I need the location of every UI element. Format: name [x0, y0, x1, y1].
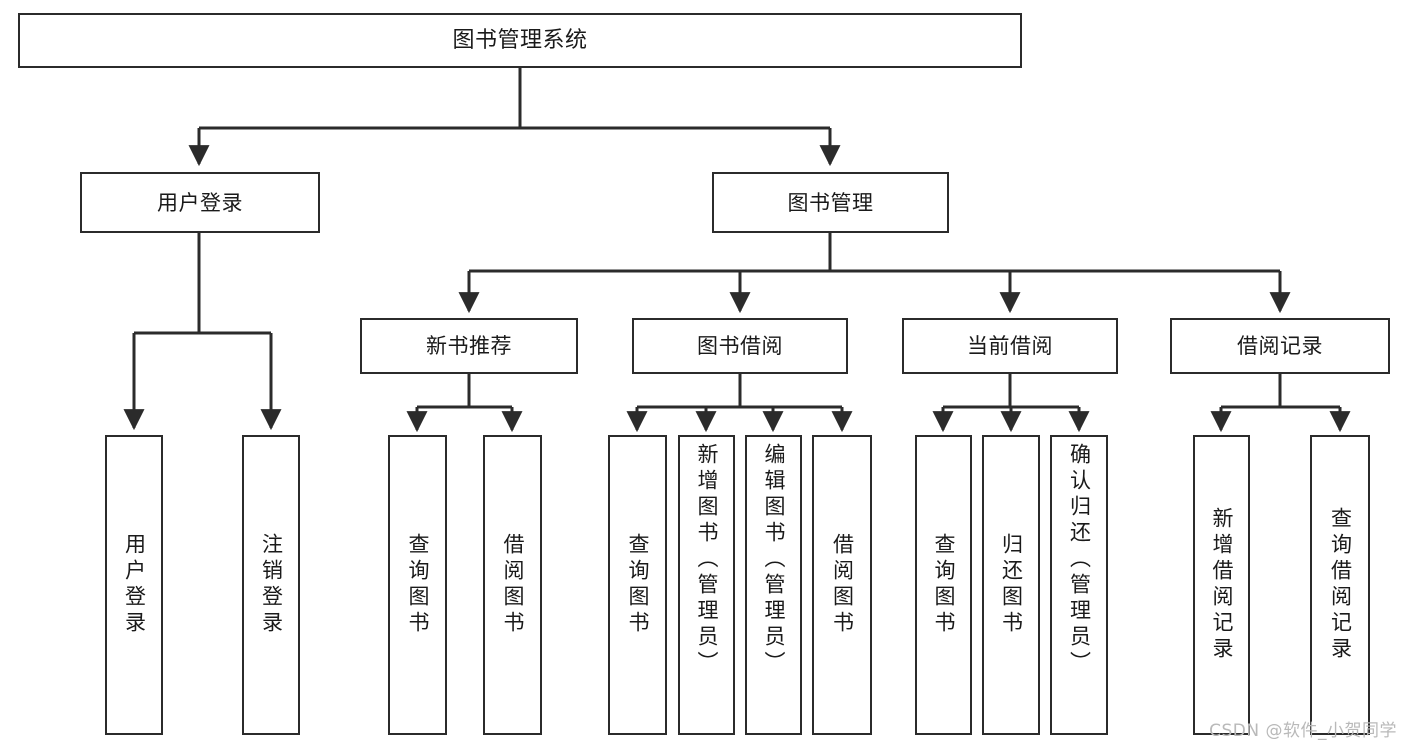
node-new-book-recommend[interactable]: 新书推荐: [360, 318, 578, 374]
node-user-login-label: 用户登录: [157, 190, 243, 215]
leaf-search-borrow-record[interactable]: 查询借阅记录: [1310, 435, 1370, 735]
leaf-borrow-book-recommend-label: 借阅图书: [501, 533, 525, 637]
leaf-confirm-return-admin[interactable]: 确认归还（管理员）: [1050, 435, 1108, 735]
leaf-search-book-current[interactable]: 查询图书: [915, 435, 972, 735]
leaf-logout-label: 注销登录: [259, 533, 284, 637]
node-current-borrow[interactable]: 当前借阅: [902, 318, 1118, 374]
node-book-borrow-label: 图书借阅: [697, 334, 783, 358]
leaf-search-borrow-record-label: 查询借阅记录: [1328, 507, 1353, 663]
leaf-add-borrow-record[interactable]: 新增借阅记录: [1193, 435, 1250, 735]
node-root[interactable]: 图书管理系统: [18, 13, 1022, 68]
leaf-borrow-book-recommend[interactable]: 借阅图书: [483, 435, 542, 735]
leaf-borrow-book[interactable]: 借阅图书: [812, 435, 872, 735]
leaf-search-book-recommend[interactable]: 查询图书: [388, 435, 447, 735]
leaf-confirm-return-admin-label: 确认归还（管理员）: [1067, 443, 1092, 677]
node-borrow-record-label: 借阅记录: [1237, 334, 1323, 358]
leaf-search-book-borrow[interactable]: 查询图书: [608, 435, 667, 735]
leaf-edit-book-admin-label: 编辑图书（管理员）: [762, 443, 786, 677]
node-new-book-recommend-label: 新书推荐: [426, 334, 512, 358]
node-borrow-record[interactable]: 借阅记录: [1170, 318, 1390, 374]
node-book-management-label: 图书管理: [787, 190, 874, 215]
leaf-user-login-label: 用户登录: [122, 533, 147, 637]
node-book-management[interactable]: 图书管理: [712, 172, 949, 233]
csdn-watermark: CSDN @软件_小贺同学: [1209, 721, 1397, 741]
leaf-edit-book-admin[interactable]: 编辑图书（管理员）: [745, 435, 802, 735]
leaf-logout[interactable]: 注销登录: [242, 435, 300, 735]
leaf-add-book-admin[interactable]: 新增图书（管理员）: [678, 435, 735, 735]
node-user-login[interactable]: 用户登录: [80, 172, 320, 233]
leaf-search-book-current-label: 查询图书: [932, 533, 956, 637]
leaf-search-book-recommend-label: 查询图书: [406, 533, 430, 637]
leaf-user-login[interactable]: 用户登录: [105, 435, 163, 735]
node-book-borrow[interactable]: 图书借阅: [632, 318, 848, 374]
leaf-add-borrow-record-label: 新增借阅记录: [1210, 507, 1234, 663]
leaf-borrow-book-label: 借阅图书: [830, 533, 855, 637]
node-root-label: 图书管理系统: [452, 27, 588, 53]
leaf-return-book-label: 归还图书: [999, 533, 1024, 637]
node-current-borrow-label: 当前借阅: [967, 334, 1053, 358]
leaf-add-book-admin-label: 新增图书（管理员）: [695, 443, 719, 677]
leaf-return-book[interactable]: 归还图书: [982, 435, 1040, 735]
leaf-search-book-borrow-label: 查询图书: [626, 533, 650, 637]
